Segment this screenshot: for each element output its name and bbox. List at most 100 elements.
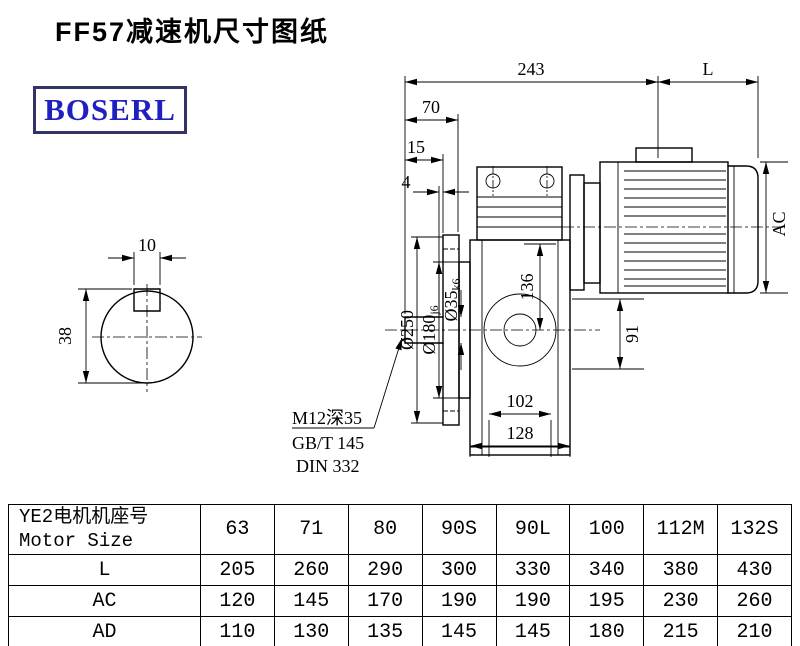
table-row-AC: AC 120 145 170 190 190 195 230 260 xyxy=(8,585,792,617)
value-cell: 145 xyxy=(421,616,497,646)
dim-10-label: 10 xyxy=(138,235,156,255)
table-row-AD: AD 110 130 135 145 145 180 215 210 xyxy=(8,616,792,646)
header-line-cn: YE2电机机座号 xyxy=(19,505,149,528)
gearbox-housing xyxy=(469,166,571,456)
size-header-cell: 80 xyxy=(347,504,423,555)
dim-91-label: 91 xyxy=(622,325,642,343)
motor xyxy=(562,147,782,294)
adapter-flange xyxy=(569,174,585,291)
dim-128-label: 128 xyxy=(507,423,534,443)
size-header-cell: 63 xyxy=(200,504,275,555)
terminal-box xyxy=(635,147,693,163)
value-cell: 215 xyxy=(643,616,719,646)
value-cell: 230 xyxy=(643,585,719,617)
value-cell: 210 xyxy=(717,616,792,646)
housing-top-block xyxy=(476,166,563,241)
motor-body xyxy=(599,161,729,294)
keyway-extension-lines xyxy=(133,252,161,285)
size-header-cell: 90L xyxy=(495,504,571,555)
motor-size-table: YE2电机机座号 Motor Size 63 71 80 90S 90L 100… xyxy=(8,504,792,646)
shaft-end-view: 10 38 xyxy=(55,235,202,392)
mounting-hole-centerlines xyxy=(492,166,548,196)
dim-243-label: 243 xyxy=(518,59,545,79)
size-header-cell: 112M xyxy=(643,504,719,555)
flange-bolt-hole-centerlines xyxy=(443,248,459,412)
header-line-en: Motor Size xyxy=(19,529,134,552)
dim-70-label: 70 xyxy=(422,97,440,117)
output-shaft xyxy=(385,316,600,344)
page-title: FF57减速机尺寸图纸 xyxy=(55,17,330,47)
row-label-cell: L xyxy=(8,554,201,586)
dim-L-label: L xyxy=(703,59,714,79)
dim-38-label: 38 xyxy=(55,327,75,345)
dim-AC-label: AC xyxy=(769,211,789,236)
value-cell: 110 xyxy=(200,616,275,646)
note-tap-leader xyxy=(373,337,403,429)
bearing-boss-outer xyxy=(483,293,557,367)
value-cell: 190 xyxy=(495,585,571,617)
value-cell: 170 xyxy=(347,585,423,617)
value-cell: 290 xyxy=(347,554,423,586)
dia-250-label: Ø250 xyxy=(397,310,417,350)
fan-cover xyxy=(727,165,759,294)
value-cell: 205 xyxy=(200,554,275,586)
dia-35-value: Ø35 xyxy=(441,291,461,322)
dia-35-label: Ø35k6 xyxy=(441,279,463,322)
value-cell: 260 xyxy=(273,554,349,586)
dia-250-value: Ø250 xyxy=(397,310,417,350)
row-label-cell: AC xyxy=(8,585,201,617)
value-cell: 195 xyxy=(569,585,645,617)
dia-180-label: Ø180j6 xyxy=(419,305,441,354)
dim-15-label: 15 xyxy=(407,137,425,157)
value-cell: 145 xyxy=(495,616,571,646)
dim-128-extensions xyxy=(469,449,571,457)
cooling-fins xyxy=(624,170,726,287)
top-extension-lines xyxy=(404,76,759,314)
size-header-cell: 71 xyxy=(273,504,349,555)
value-cell: 380 xyxy=(643,554,719,586)
shaft-circle xyxy=(100,290,194,384)
note-standard-gbt-label: GB/T 145 xyxy=(292,433,364,453)
value-cell: 130 xyxy=(273,616,349,646)
dim-4-label: 4 xyxy=(402,172,411,192)
main-view: 243 L 70 15 4 Ø250 Ø180j6 xyxy=(292,59,789,476)
dimension-annotations: 243 L 70 15 4 Ø250 Ø180j6 xyxy=(292,59,789,476)
brand-logo-text: BOSERL xyxy=(44,92,176,127)
keyway xyxy=(133,288,161,312)
dim-91-extensions xyxy=(572,298,644,370)
value-cell: 190 xyxy=(421,585,497,617)
table-row-L: L 205 260 290 300 330 340 380 430 xyxy=(8,554,792,586)
value-cell: 340 xyxy=(569,554,645,586)
dim-136-label: 136 xyxy=(517,274,537,301)
value-cell: 330 xyxy=(495,554,571,586)
mounting-flange xyxy=(442,234,471,426)
output-shaft-outline xyxy=(404,316,444,344)
dia-180-tolerance: j6 xyxy=(427,305,441,315)
size-header-cell: 100 xyxy=(569,504,645,555)
dim-38-extension-lines xyxy=(78,288,145,384)
value-cell: 145 xyxy=(273,585,349,617)
housing-ribs xyxy=(477,196,562,228)
dim-102-extensions xyxy=(488,420,552,457)
row-label-cell: AD xyxy=(8,616,201,646)
dim-102-label: 102 xyxy=(507,391,534,411)
value-cell: 260 xyxy=(717,585,792,617)
value-cell: 180 xyxy=(569,616,645,646)
dia-35-tolerance: k6 xyxy=(449,279,463,291)
size-header-cell: 132S xyxy=(717,504,792,555)
size-header-cell: 90S xyxy=(421,504,497,555)
bearing-boss-inner xyxy=(503,313,537,347)
note-standard-din-label: DIN 332 xyxy=(296,456,360,476)
value-cell: 135 xyxy=(347,616,423,646)
value-cell: 120 xyxy=(200,585,275,617)
note-tap-label: M12深35 xyxy=(292,408,362,428)
brand-logo: BOSERL xyxy=(33,86,187,134)
motor-flange xyxy=(583,182,601,284)
housing-body xyxy=(469,239,571,456)
dimension-drawing: 10 38 xyxy=(55,59,789,476)
table-header-row: YE2电机机座号 Motor Size 63 71 80 90S 90L 100… xyxy=(8,504,792,555)
value-cell: 430 xyxy=(717,554,792,586)
dia-180-value: Ø180 xyxy=(419,315,439,355)
motor-size-header-cell: YE2电机机座号 Motor Size xyxy=(8,504,201,555)
